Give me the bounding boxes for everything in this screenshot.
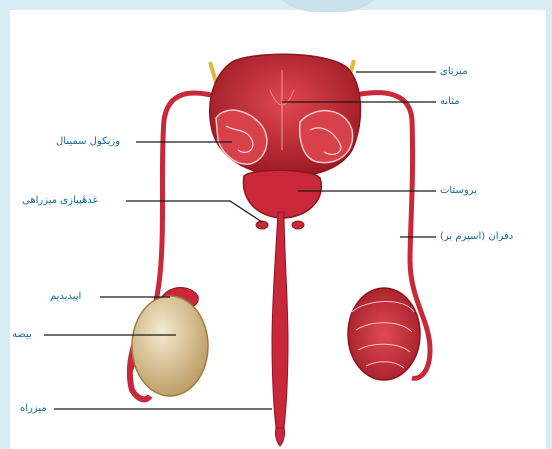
label-prostate: پروستات xyxy=(440,185,477,197)
left-testis xyxy=(132,296,208,396)
label-epididymis: اپیدیدیم xyxy=(50,291,81,303)
right-seminal-vesicle xyxy=(300,111,353,163)
urethra-shape xyxy=(272,212,288,428)
label-urethra: میزراه xyxy=(20,403,47,415)
label-seminal-vesicle: وزیکول سمینال xyxy=(56,136,120,148)
label-ureter: میزنای xyxy=(440,66,468,78)
prostate-shape xyxy=(243,170,321,218)
label-bladder: مثانه xyxy=(440,96,460,108)
label-testis: بیضه xyxy=(12,329,32,341)
leader-bulbourethral xyxy=(126,201,262,222)
label-vas-deferens: دفران (اسپرم بر) xyxy=(440,231,513,243)
label-bulbourethral: غدهٔپیازی میزراهی xyxy=(22,195,98,207)
bulbourethral-gland xyxy=(256,221,268,229)
